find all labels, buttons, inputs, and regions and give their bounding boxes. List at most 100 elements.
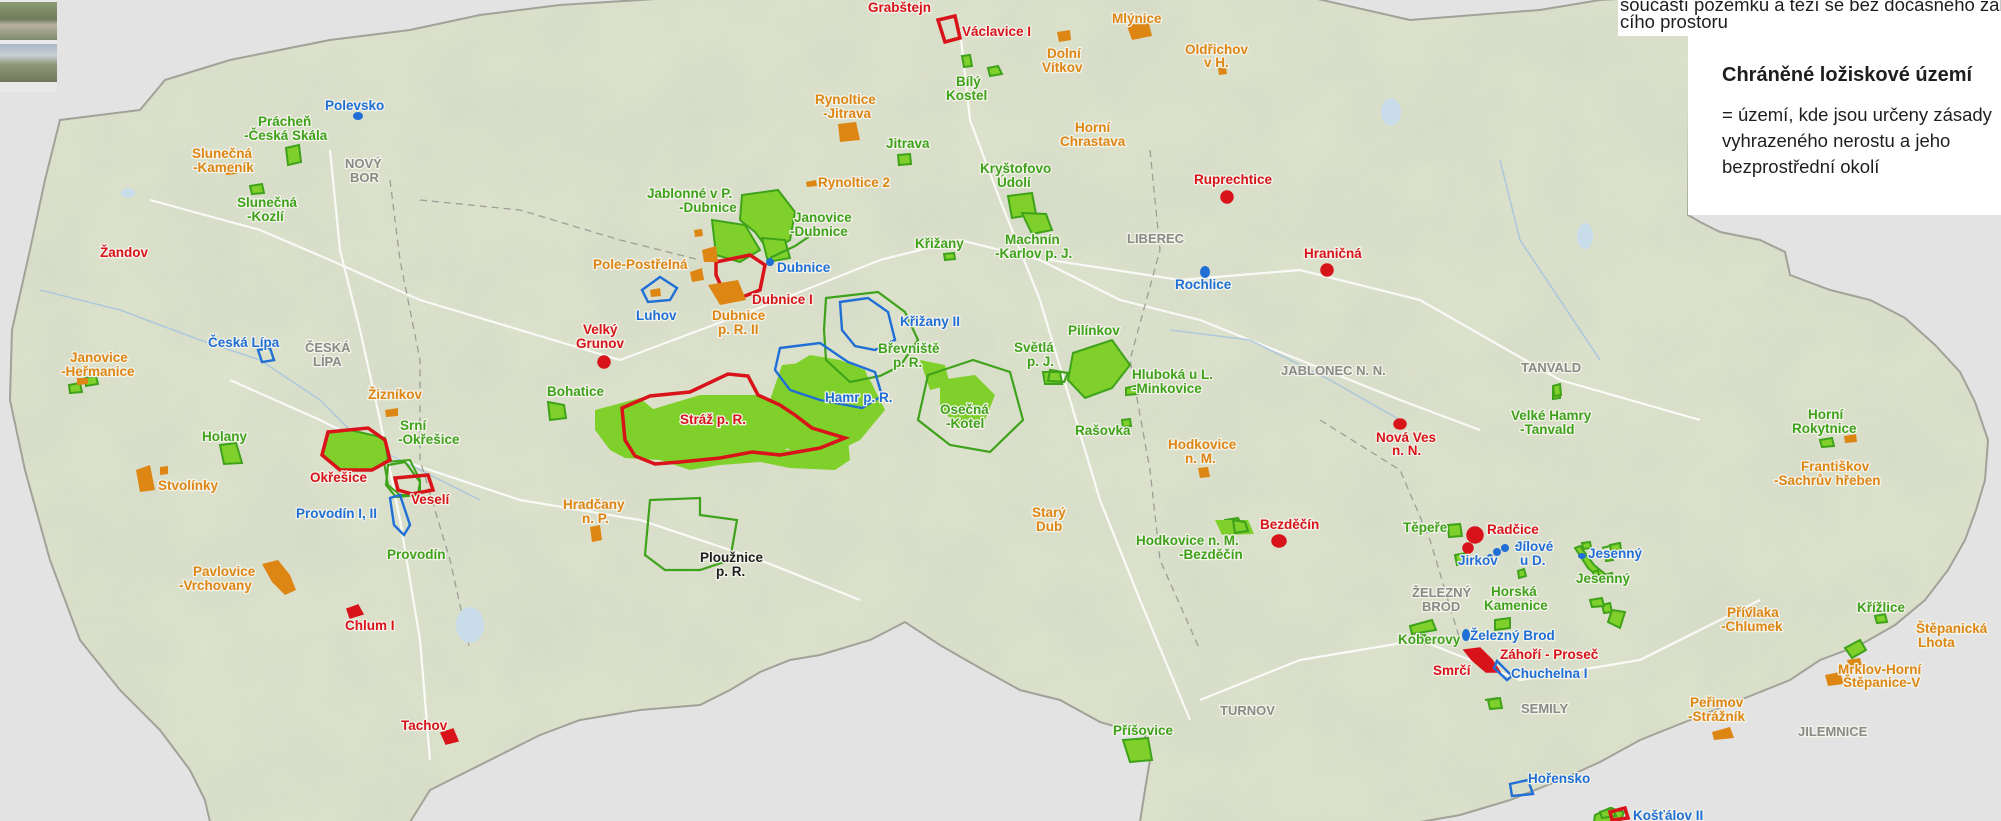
label-rynoltice-2: Rynoltice 2	[818, 175, 890, 190]
label-slunecna-kozli-2: -Kozlí	[247, 209, 285, 224]
label-tepere: Těpeře	[1403, 520, 1448, 535]
label-hodkovice-bezdecin-2: -Bezděčín	[1179, 547, 1243, 562]
label-radcice: Radčice	[1487, 522, 1539, 537]
legend-box	[1688, 0, 2001, 215]
label-jesenny-green: Jesenný	[1576, 571, 1631, 586]
label-frantiskov-2: -Sachrův hřeben	[1774, 473, 1881, 488]
label-perimov-2: -Strážník	[1688, 709, 1746, 724]
label-krystofovo-2: Údolí	[997, 175, 1032, 190]
red-outline-deposits	[320, 13, 1631, 821]
label-hodkovice-bezdecin-1: Hodkovice n. M.	[1136, 533, 1239, 548]
label-horska-kamenice-1: Horská	[1491, 584, 1537, 599]
label-slunecna-kamenik-2: -Kameník	[193, 160, 254, 175]
label-provodin: Provodín	[387, 547, 446, 562]
town-jilemnice: JILEMNICE	[1798, 724, 1868, 739]
label-jilove-2: u D.	[1520, 553, 1546, 568]
town-tanvald: TANVALD	[1521, 360, 1581, 375]
label-jilove-1: Jílové	[1515, 539, 1554, 554]
label-svetla-1: Světlá	[1014, 340, 1054, 355]
label-oldrichov-1: Oldřichov	[1185, 42, 1249, 57]
label-frantiskov-1: Františkov	[1801, 459, 1870, 474]
label-slunecna-kamenik-1: Slunečná	[192, 146, 253, 161]
label-svetla-2: p. J.	[1027, 354, 1054, 369]
site-labels: Grabštejn Václavice I Mlýnice Dolní Vítk…	[60, 0, 1989, 821]
label-pavlovice-1: Pavlovice	[193, 564, 256, 579]
red-filled-deposits	[346, 190, 1502, 745]
label-machnin-1: Machnín	[1005, 232, 1060, 247]
label-horska-kamenice-2: Kamenice	[1484, 598, 1548, 613]
label-rynoltice-jitrava-1: Rynoltice	[815, 92, 876, 107]
label-okresice: Okřešice	[310, 470, 368, 485]
label-jablonne-1: Jablonné v P.	[647, 186, 732, 201]
label-mlynice: Mlýnice	[1112, 11, 1162, 26]
label-luhov: Luhov	[636, 308, 677, 323]
legend-desc-1: = území, kde jsou určeny zásady	[1722, 104, 1992, 125]
legend-line-1: součástí pozemku a tězí se bez dočasného…	[1620, 0, 2001, 15]
orange-deposit-areas	[77, 20, 1862, 740]
label-plouznice-1: Ploužnice	[700, 550, 764, 565]
label-slunecna-kozli-1: Slunečná	[237, 195, 298, 210]
label-stepanicka-2: Lhota	[1918, 635, 1955, 650]
label-jirkov: Jirkov	[1458, 553, 1498, 568]
label-vaclavice: Václavice I	[962, 24, 1031, 39]
label-horensko: Hořensko	[1528, 771, 1590, 786]
water-bodies	[121, 98, 1593, 643]
label-srni-2: -Okřešice	[398, 432, 460, 447]
label-rochlice: Rochlice	[1175, 277, 1232, 292]
label-smrci: Smrčí	[1433, 663, 1472, 678]
label-bily-kostel-2: Kostel	[946, 88, 987, 103]
label-hluboka-2: -Minkovice	[1132, 381, 1202, 396]
label-holany: Holany	[202, 429, 248, 444]
label-pilinkov: Pilínkov	[1068, 323, 1120, 338]
label-horni-rokytnice-2: Rokytnice	[1792, 421, 1857, 436]
label-straz: Stráž p. R.	[680, 412, 746, 427]
river-network	[39, 159, 1601, 501]
label-mrklov-2: Štěpanice-V	[1843, 675, 1920, 690]
label-rasovka: Rašovka	[1075, 423, 1131, 438]
label-nova-ves-2: n. N.	[1392, 443, 1421, 458]
label-ceska-lipa: Česká Lípa	[208, 335, 280, 350]
town-semily: SEMILY	[1521, 701, 1569, 716]
label-velky-grunov-1: Velký	[583, 322, 618, 337]
town-turnov: TURNOV	[1220, 703, 1275, 718]
label-stepanicka-1: Štěpanická	[1916, 621, 1988, 636]
region-relief	[10, 0, 1988, 821]
label-polevsko: Polevsko	[325, 98, 384, 113]
label-tachov: Tachov	[401, 718, 448, 733]
label-veseli: Veselí	[411, 492, 451, 507]
label-velke-hamry-2: -Tanvald	[1520, 422, 1575, 437]
label-chuchelna: Chuchelna I	[1511, 666, 1588, 681]
label-srni-1: Srní	[400, 418, 428, 433]
label-krystofovo-1: Kryštofovo	[980, 161, 1051, 176]
label-ziznikov: Žizníkov	[368, 387, 422, 402]
label-dubnice-2-2: p. R. II	[718, 322, 759, 337]
label-privlaka-2: -Chlumek	[1721, 619, 1783, 634]
label-bezdecin: Bezděčín	[1260, 517, 1319, 532]
label-stary-dub-2: Dub	[1036, 519, 1062, 534]
label-brevniste-1: Břevniště	[878, 341, 940, 356]
label-janovice-hermanice-1: Janovice	[70, 350, 128, 365]
town-zelezny-brod-2: BROD	[1422, 599, 1460, 614]
label-osecna-1: Osečná	[940, 402, 989, 417]
town-ceska-lipa-2: LÍPA	[313, 354, 342, 369]
label-machnin-2: -Karlov p. J.	[995, 246, 1072, 261]
label-hradcany-2: n. P.	[582, 511, 609, 526]
label-ruprechtice: Ruprechtice	[1194, 172, 1273, 187]
town-zelezny-brod-1: ŽELEZNÝ	[1412, 585, 1472, 600]
label-dubnice-2-1: Dubnice	[712, 308, 766, 323]
label-zelezny-brod: Železný Brod	[1470, 628, 1555, 643]
label-prachen-2: -Česká Skála	[244, 128, 328, 143]
label-prachen-1: Prácheň	[258, 114, 311, 129]
blue-outline-deposits	[256, 275, 1535, 798]
label-dubnice: Dubnice	[777, 260, 831, 275]
label-hamr: Hamr p. R.	[825, 390, 893, 405]
label-dubnice-1: Dubnice I	[752, 292, 813, 307]
label-hodkovice-1: Hodkovice	[1168, 437, 1237, 452]
label-jesenny-blue: Jesenný	[1588, 546, 1643, 561]
road-network	[149, 29, 1761, 761]
label-plouznice-2: p. R.	[716, 564, 745, 579]
label-janovice-dubnice-1: Janovice	[794, 210, 852, 225]
label-horni-chrastava-1: Horní	[1075, 120, 1111, 135]
label-janovice-dubnice-2: -Dubnice	[790, 224, 848, 239]
